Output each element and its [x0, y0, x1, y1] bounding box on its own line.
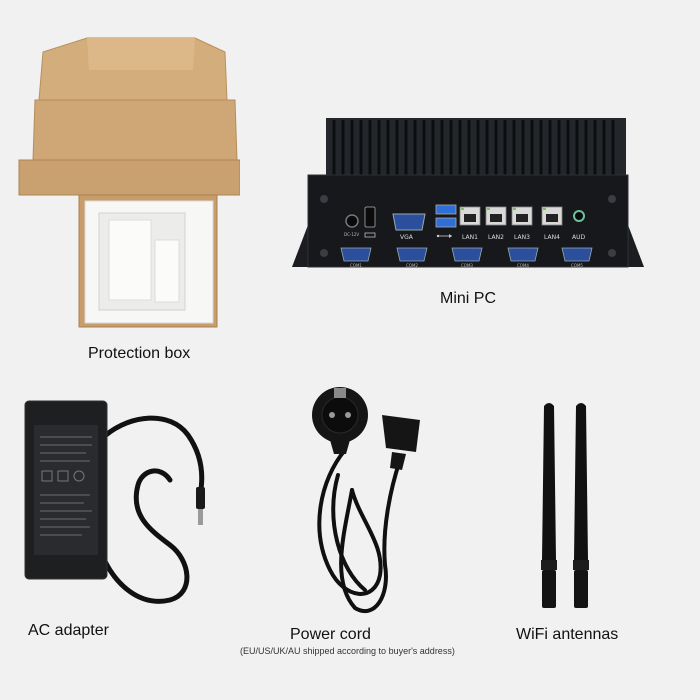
- protection-box-image: [15, 30, 241, 335]
- power-cord-caption: Power cord: [290, 626, 371, 643]
- ac-adapter-image: [20, 395, 220, 615]
- lan4-label: LAN4: [544, 234, 560, 241]
- vga-label: VGA: [400, 234, 414, 241]
- mini-pc-image: DC-12V VGA LAN1 LAN2 LAN3: [288, 115, 648, 275]
- aud-label: AUD: [572, 234, 585, 241]
- com3-label: COM3: [461, 263, 473, 268]
- wifi-antennas-image: [530, 400, 600, 615]
- power-cord-image: [290, 380, 430, 620]
- com5-label: COM5: [571, 263, 583, 268]
- com2-label: COM2: [406, 263, 418, 268]
- com1-label: COM1: [350, 263, 362, 268]
- power-cord-note: (EU/US/UK/AU shipped according to buyer'…: [240, 646, 455, 656]
- ac-adapter-caption: AC adapter: [28, 622, 109, 639]
- lan2-label: LAN2: [488, 234, 504, 241]
- dc-label: DC-12V: [344, 232, 359, 237]
- com4-label: COM4: [517, 263, 529, 268]
- wifi-antennas-caption: WiFi antennas: [516, 626, 619, 643]
- usb-icon: [436, 234, 452, 238]
- hdmi-icon: [364, 232, 376, 238]
- antenna-left: [541, 403, 557, 608]
- lan3-label: LAN3: [514, 234, 530, 241]
- antenna-right: [573, 403, 589, 608]
- protection-box-caption: Protection box: [88, 345, 191, 362]
- mini-pc-caption: Mini PC: [440, 290, 497, 307]
- lan1-label: LAN1: [462, 234, 478, 241]
